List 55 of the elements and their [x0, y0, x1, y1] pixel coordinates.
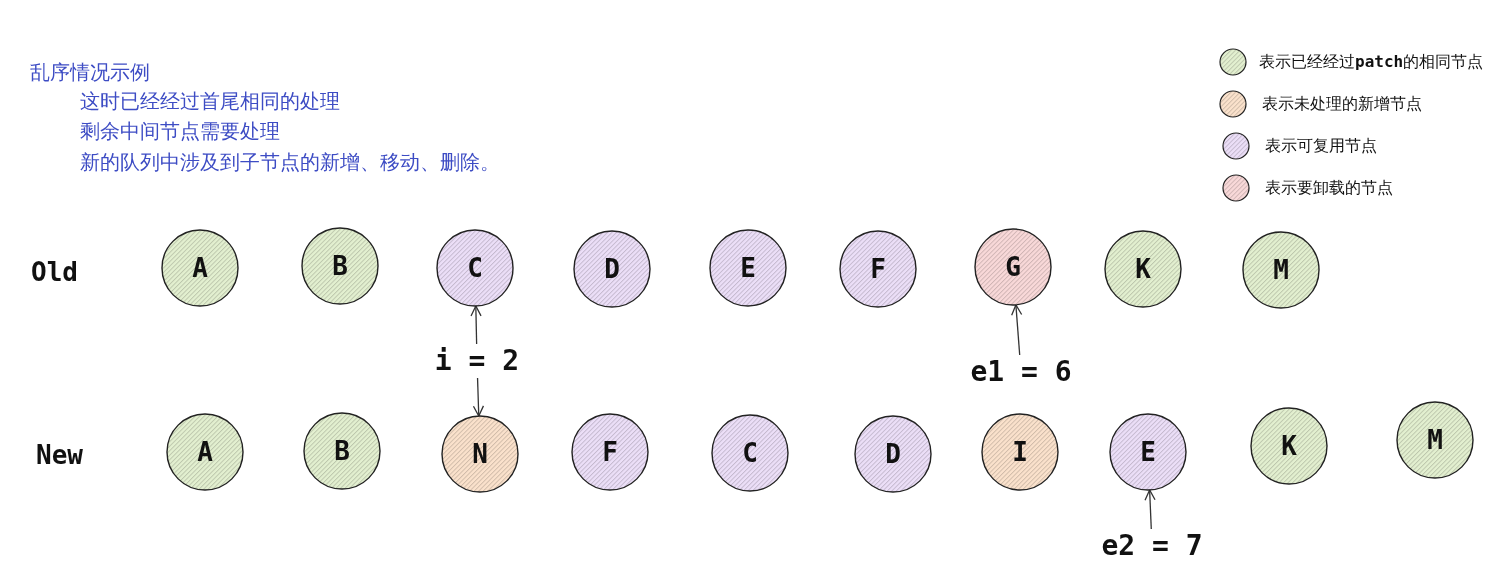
- index-pointer-label: i = 2: [434, 344, 520, 378]
- node-circle: [1242, 231, 1320, 309]
- node-letter: K: [1281, 431, 1297, 461]
- description-line: 这时已经经过首尾相同的处理: [80, 88, 340, 114]
- node-circle: [441, 415, 519, 493]
- node-letter: I: [1012, 437, 1028, 467]
- node-circle: [301, 227, 379, 305]
- node-letter: C: [742, 438, 758, 468]
- node-circle: [161, 229, 239, 307]
- arrow: [472, 377, 485, 417]
- node-letter: G: [1005, 252, 1021, 282]
- node-letter: F: [602, 437, 618, 467]
- node-letter: E: [1140, 437, 1156, 467]
- node-circle: [1396, 401, 1474, 479]
- title: 乱序情况示例: [30, 59, 150, 85]
- node-letter: M: [1273, 255, 1289, 285]
- arrow: [470, 305, 482, 345]
- node-circle: [573, 230, 651, 308]
- node-letter: A: [197, 437, 213, 467]
- node-circle: [1109, 413, 1187, 491]
- node-circle: [303, 412, 381, 490]
- legend-label: 表示未处理的新增节点: [1262, 94, 1422, 114]
- node-letter: D: [604, 254, 620, 284]
- arrow: [1011, 304, 1023, 356]
- node-circle: [166, 413, 244, 491]
- node-circle: [436, 229, 514, 307]
- node-letter: B: [332, 251, 348, 281]
- legend-label: 表示已经经过patch的相同节点: [1259, 52, 1484, 72]
- legend-label: 表示可复用节点: [1265, 136, 1377, 156]
- node-circle: [1250, 407, 1328, 485]
- index-pointer-label: e1 = 6: [970, 355, 1072, 389]
- node-letter: E: [740, 253, 756, 283]
- node-circle: [1104, 230, 1182, 308]
- node-letter: D: [885, 439, 901, 469]
- description-line: 剩余中间节点需要处理: [80, 118, 280, 144]
- node-circle: [974, 228, 1052, 306]
- legend-label: 表示要卸载的节点: [1265, 178, 1393, 198]
- node-circle: [854, 415, 932, 493]
- node-letter: A: [192, 253, 208, 283]
- node-letter: F: [870, 254, 886, 284]
- node-letter: K: [1135, 254, 1151, 284]
- row-label: New: [36, 439, 83, 471]
- node-letter: M: [1427, 425, 1443, 455]
- index-pointer-label: e2 = 7: [1101, 529, 1203, 563]
- arrow: [1144, 489, 1156, 530]
- node-letter: B: [334, 436, 350, 466]
- node-letter: N: [472, 439, 488, 469]
- node-circle: [839, 230, 917, 308]
- node-circle: [981, 413, 1059, 491]
- node-circle: [709, 229, 787, 307]
- node-circle: [571, 413, 649, 491]
- node-circle: [711, 414, 789, 492]
- row-label: Old: [31, 256, 78, 288]
- node-letter: C: [467, 253, 483, 283]
- description-line: 新的队列中涉及到子节点的新增、移动、删除。: [80, 149, 500, 175]
